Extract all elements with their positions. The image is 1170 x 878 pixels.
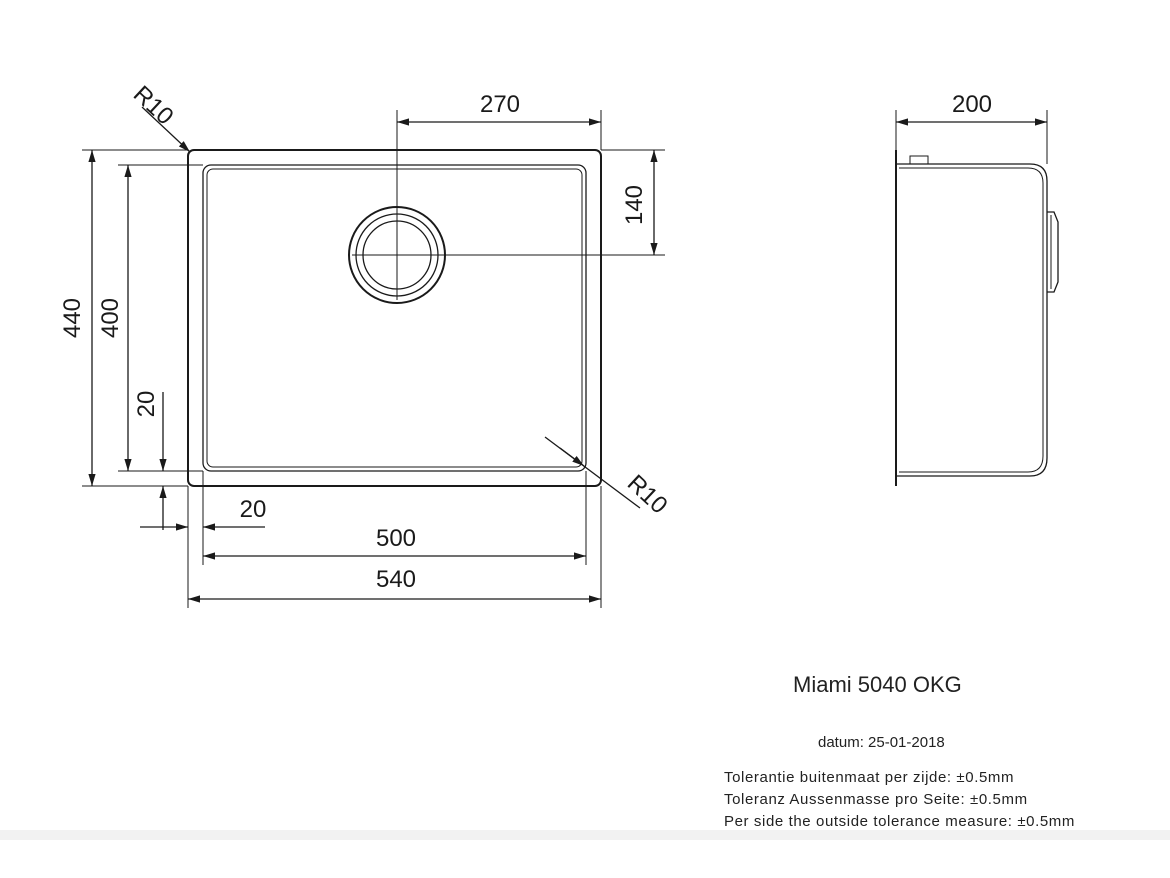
dim-label-500: 500 — [376, 525, 416, 552]
product-title: Miami 5040 OKG — [793, 672, 962, 697]
tolerance-english: Per side the outside tolerance measure: … — [724, 813, 1075, 830]
radius-label-top-left: R10 — [128, 81, 179, 131]
dim-label-200: 200 — [952, 91, 992, 118]
dim-label-20-horizontal: 20 — [240, 496, 267, 523]
radius-leader-top-left — [141, 106, 191, 153]
radius-label-bottom-right: R10 — [622, 470, 673, 520]
sink-top-view — [187, 149, 602, 487]
dim-label-270: 270 — [480, 91, 520, 118]
dim-label-20-vertical: 20 — [133, 391, 160, 418]
dim-label-440: 440 — [59, 298, 86, 338]
radius-leader-bottom-right-arrow — [559, 447, 585, 467]
extension-lines — [82, 110, 665, 608]
footer-band — [0, 830, 1170, 840]
sink-side-view — [895, 150, 1059, 486]
dim-label-400: 400 — [97, 298, 124, 338]
dim-label-140: 140 — [621, 185, 648, 225]
dim-label-540: 540 — [376, 566, 416, 593]
drawing-date: datum: 25-01-2018 — [818, 734, 945, 751]
tolerance-german: Toleranz Aussenmasse pro Seite: ±0.5mm — [724, 791, 1028, 808]
drain-icon — [348, 206, 446, 304]
radius-leader-bottom-right — [544, 436, 641, 509]
tolerance-dutch: Tolerantie buitenmaat per zijde: ±0.5mm — [724, 769, 1015, 786]
